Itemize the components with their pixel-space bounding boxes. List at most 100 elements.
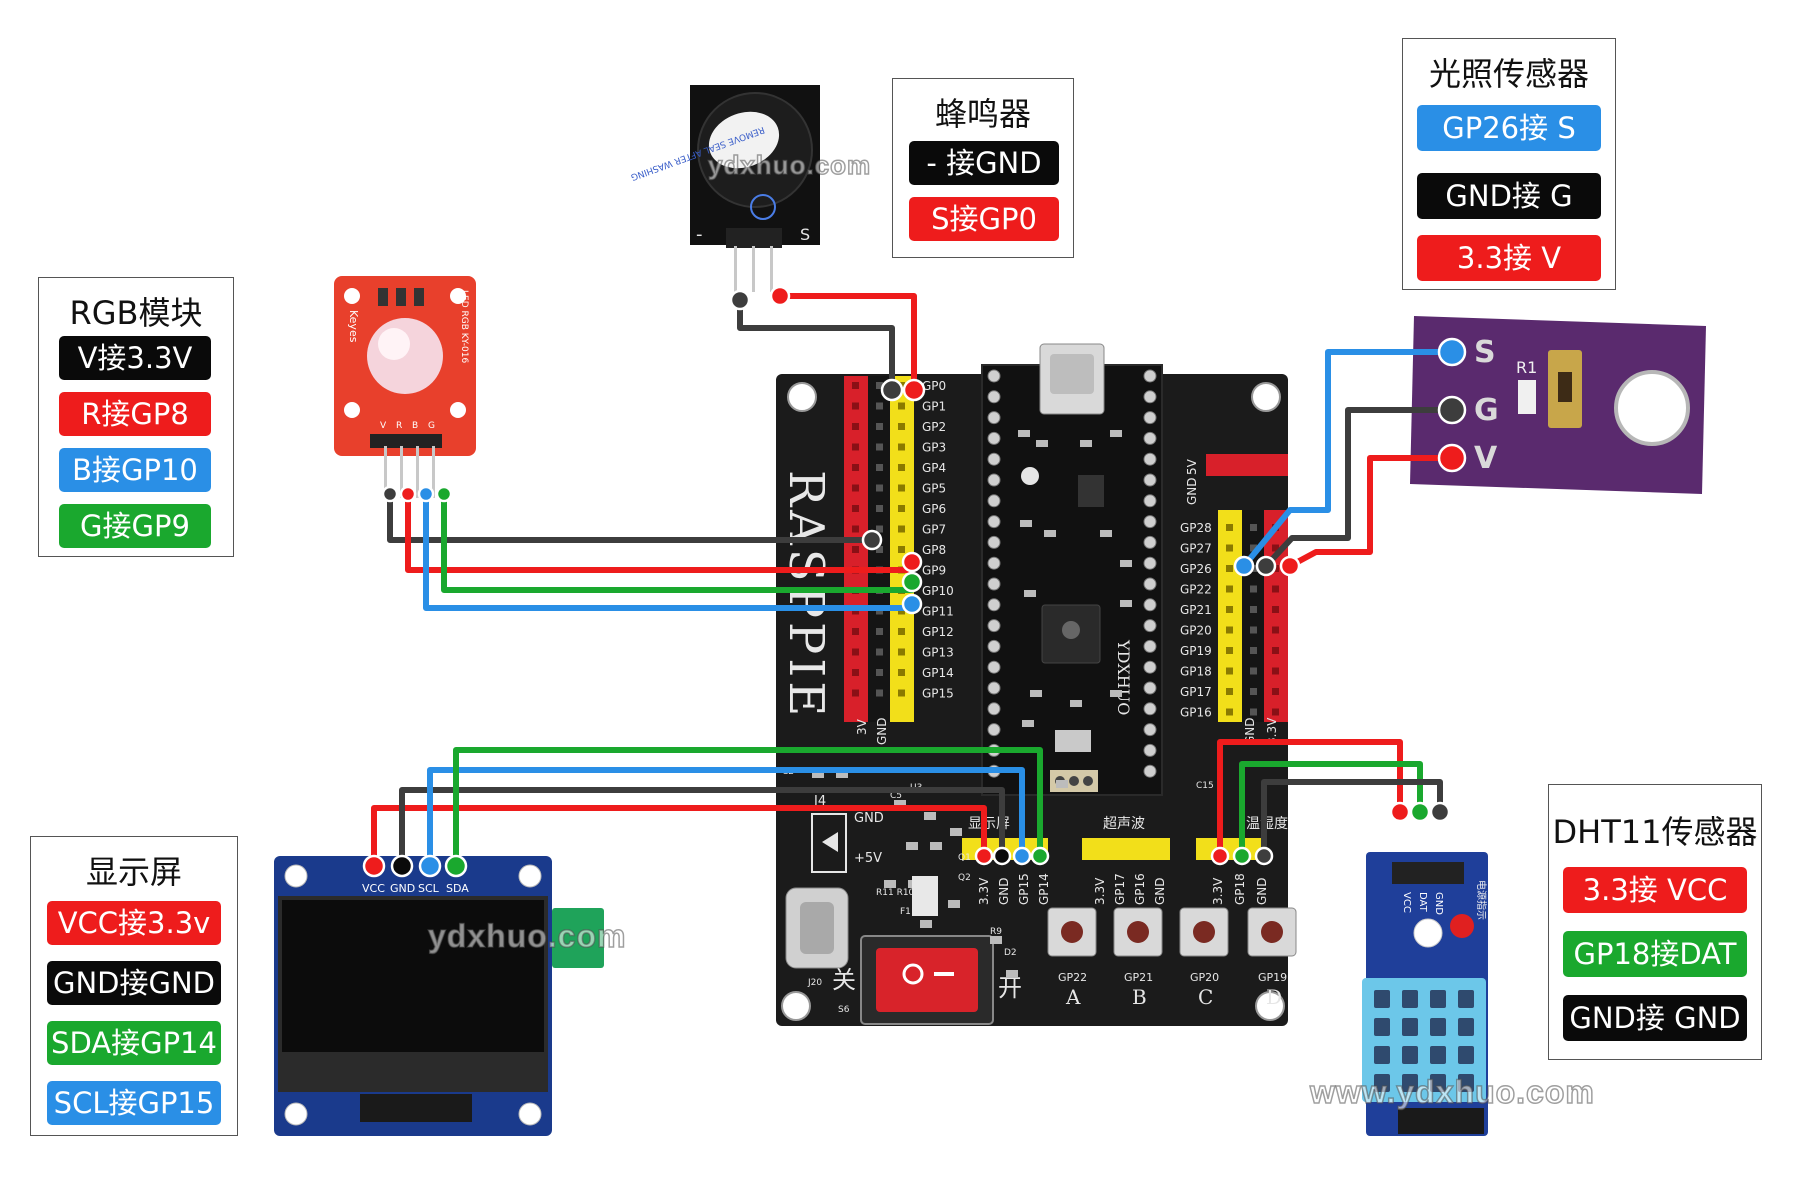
header-pin [1226, 606, 1233, 613]
gpio-label: GP4 [922, 461, 946, 475]
buzzer-plus-icon [750, 194, 776, 220]
header-pin [1272, 544, 1279, 552]
legend-oled-item: GND接GND [47, 961, 221, 1005]
dht-vent [1458, 1046, 1474, 1064]
pico-pin [1143, 431, 1157, 445]
pico-pin [987, 723, 1001, 737]
buzzer-pin [752, 246, 755, 292]
header-pin [1250, 626, 1257, 634]
s6-label: S6 [838, 1005, 850, 1015]
gpio-label: GP7 [922, 523, 946, 537]
smd-part [1100, 530, 1112, 537]
header-pin [898, 484, 905, 492]
header-pin [1272, 647, 1279, 654]
expansion-board: GP0GP1GP2GP3GP4GP5GP6GP7GP8GP9GP10GP11GP… [776, 343, 1297, 1026]
smd-part [1070, 700, 1082, 707]
debug-pin [1069, 776, 1079, 786]
gpio-label: GP6 [922, 502, 946, 516]
smd-part [990, 936, 1002, 944]
dot-board-temp-gnd [1254, 846, 1274, 866]
dot-board-3v [861, 529, 883, 551]
dht-vent [1430, 1018, 1446, 1036]
legend-rgb-item: V接3.3V [59, 336, 211, 380]
header-strip-yellow [1082, 838, 1170, 860]
watermark: www.ydxhuo.com [1309, 1073, 1595, 1111]
pico-pin [1143, 390, 1157, 404]
pico-pin [1143, 764, 1157, 778]
smd-part [894, 800, 906, 808]
pico-pin [1143, 369, 1157, 383]
legend-oled-item: VCC接3.3v [47, 901, 221, 945]
wire-rgb-g [441, 491, 915, 593]
power-switch[interactable] [876, 948, 978, 1012]
gpio-label: GP8 [922, 543, 946, 557]
right-gpio-labels: GP28GP27GP26GP22GP21GP20GP19GP18GP17GP16… [1180, 521, 1279, 745]
legend-light-item: 3.3接 V [1417, 235, 1601, 281]
dht-sensor-grid [1374, 990, 1474, 1092]
mount-hole [284, 864, 308, 888]
oled-screen [282, 900, 544, 1052]
smd-part [930, 842, 942, 850]
wire-oled-sda [453, 747, 1043, 865]
legend-light-item: GND接 G [1417, 173, 1601, 219]
pin-label: GND [390, 882, 415, 895]
j4-terminal [811, 813, 847, 873]
pico-pin [1143, 515, 1157, 529]
header-pin [1272, 667, 1279, 675]
legend-buzzer-item: - 接GND [909, 141, 1059, 185]
pico-pin [1143, 723, 1157, 737]
dot-light-g [1437, 395, 1467, 425]
smd-part [924, 812, 936, 820]
left-power-label-gnd: GND [875, 717, 889, 745]
dht-vent [1402, 990, 1418, 1008]
pico-pin [987, 515, 1001, 529]
watermark: ydxhuo.com [707, 149, 872, 181]
dot-rgb-v [381, 485, 399, 503]
dot-board-oled-3v3 [974, 846, 994, 866]
pico-pin [987, 473, 1001, 487]
buzzer-pin [734, 246, 737, 292]
mount-hole [344, 402, 360, 418]
header-pin [876, 423, 883, 430]
pin-label: G [1474, 393, 1499, 428]
pin-label: G [428, 421, 435, 431]
gpio-label: GP28 [1180, 521, 1212, 535]
dot-board-3v3-right [1279, 555, 1301, 577]
header-pin [876, 525, 883, 533]
header-pin [1226, 708, 1233, 716]
legend-rgb-title: RGB模块 [69, 294, 203, 332]
right-top-label-gnd: GND [1185, 477, 1199, 505]
header-pin [1272, 606, 1279, 613]
dot-board-gnd [880, 378, 904, 402]
gpio-label: GP27 [1180, 542, 1212, 556]
pico-silk: YDXHUO [1114, 639, 1133, 715]
smd-part [1110, 430, 1122, 437]
mount-hole [781, 991, 811, 1021]
pico-smd-components [1018, 430, 1132, 727]
header-pin-label: GP17 [1113, 873, 1127, 905]
legend-dht-item: GND接 GND [1563, 995, 1747, 1041]
rgb-pin [416, 446, 419, 498]
mount-hole [787, 382, 817, 412]
rgb-pin [400, 446, 403, 498]
gpio-label: GP9 [922, 564, 946, 578]
header-pin [852, 648, 859, 656]
usb-c-inner [800, 902, 834, 954]
smd-part [812, 770, 824, 778]
header-pin-label: GP18 [1233, 873, 1247, 905]
header-pin-label: 3.3V [977, 877, 991, 905]
header-pin [852, 484, 859, 492]
pin-label: S [1474, 335, 1496, 370]
dot-oled-gnd [390, 854, 414, 878]
gpio-label: GP3 [922, 441, 946, 455]
gpio-label: GP15 [922, 687, 954, 701]
header-pin [1226, 667, 1233, 675]
smd-part [1044, 530, 1056, 537]
pin-label: V [380, 421, 387, 431]
board-brand: RASPPIE [778, 470, 834, 720]
mount-hole [1614, 370, 1690, 446]
